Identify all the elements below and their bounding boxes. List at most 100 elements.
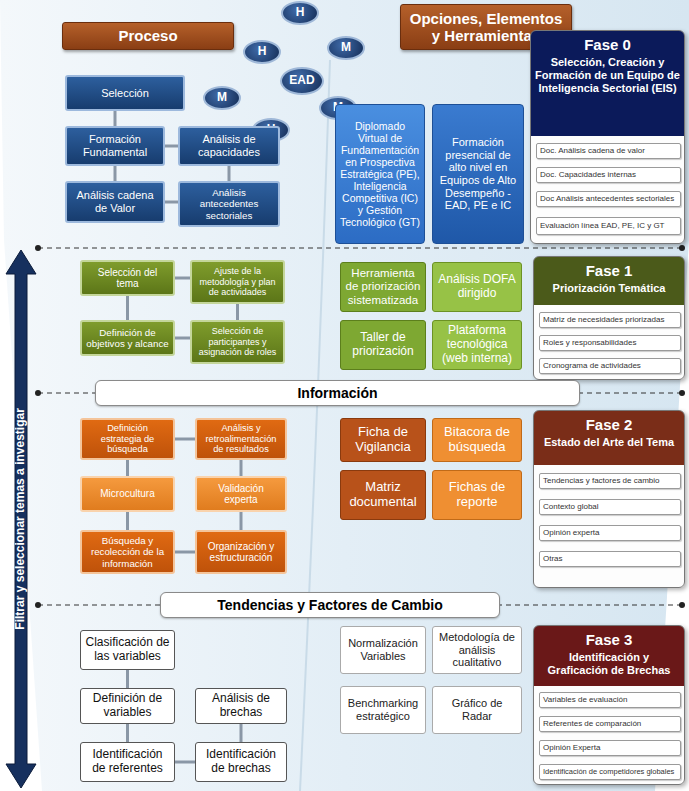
box-text: Tendencias y factores de cambio bbox=[543, 476, 660, 485]
deliverable-item: Variables de evaluación bbox=[539, 692, 681, 708]
deliverable-item: Cronograma de actividades bbox=[539, 358, 681, 374]
box-text: Taller de priorización bbox=[345, 331, 421, 359]
connector-line bbox=[114, 166, 117, 181]
double-arrow bbox=[6, 250, 36, 788]
process-box: Búsqueda y recolección de la información bbox=[80, 530, 175, 574]
separator-dots bbox=[35, 245, 685, 608]
box-text: Contexto global bbox=[543, 502, 599, 511]
deliverable-item: Doc Análisis antecedentes sectoriales bbox=[536, 191, 681, 207]
box-text: Proceso bbox=[118, 27, 177, 44]
box-text: Herramienta de priorización sistematizad… bbox=[345, 267, 421, 307]
box-text: Selección de participantes y asignación … bbox=[196, 326, 279, 357]
box-text: Identificación de referentes bbox=[85, 748, 170, 776]
phase-panel: Fase 1Priorización TemáticaMatriz de nec… bbox=[533, 256, 685, 380]
phase-title: Estado del Arte del Tema bbox=[538, 436, 680, 449]
box-text: Gráfico de Radar bbox=[437, 697, 517, 722]
deliverable-item: Identificación de competidores globales bbox=[539, 764, 681, 780]
arrow-label: Filtrar y seleccionar temas a investigar bbox=[14, 408, 28, 629]
role-pill: EAD bbox=[280, 67, 324, 95]
tool-box: Gráfico de Radar bbox=[432, 686, 522, 734]
box-text: Formación Fundamental bbox=[71, 133, 159, 158]
deliverable-item: Matriz de necesidades priorizadas bbox=[539, 312, 681, 328]
stage-band: Información bbox=[95, 380, 580, 406]
box-text: Análisis de capacidades bbox=[184, 133, 274, 158]
header-bar: Proceso bbox=[62, 22, 234, 50]
arrow-label-text: Filtrar y seleccionar temas a investigar bbox=[14, 408, 28, 629]
box-text: Matriz documental bbox=[345, 480, 421, 510]
process-box: Selección de participantes y asignación … bbox=[190, 320, 285, 364]
stage-band: Tendencias y Factores de Cambio bbox=[160, 592, 500, 618]
tool-box: Plataforma tecnológica (web interna) bbox=[432, 320, 522, 370]
box-text: M bbox=[217, 91, 227, 105]
box-text: Búsqueda y recolección de la información bbox=[86, 535, 169, 569]
deliverable-item: Doc. Análisis cadena de valor bbox=[536, 143, 681, 159]
process-box: Definición estrategia de búsqueda bbox=[80, 418, 175, 460]
process-box: Organización y estructuración bbox=[195, 530, 287, 574]
process-box: Definición de variables bbox=[80, 688, 175, 724]
deliverable-item: Opinión Experta bbox=[539, 740, 681, 756]
box-text: Normalización Variables bbox=[345, 637, 421, 662]
box-text: Evaluación línea EAD, PE, IC y GT bbox=[540, 221, 665, 230]
box-text: Otras bbox=[543, 554, 563, 563]
process-box: Identificación de referentes bbox=[80, 742, 175, 782]
box-text: Ajuste de la metodología y plan de activ… bbox=[196, 266, 279, 297]
connector-line bbox=[175, 551, 195, 554]
box-text: Análisis y retroalimentación de resultad… bbox=[201, 423, 281, 455]
box-text: Bitacora de búsqueda bbox=[437, 425, 517, 455]
connector-line bbox=[126, 296, 129, 320]
box-text: H bbox=[296, 6, 305, 20]
box-text: Identificación de brechas bbox=[200, 748, 282, 776]
deliverable-item: Opinión experta bbox=[539, 525, 681, 541]
connector-line bbox=[175, 337, 190, 340]
connector-line bbox=[240, 512, 243, 530]
box-text: Definición estrategia de búsqueda bbox=[86, 423, 169, 455]
box-text: Ficha de Vigilancia bbox=[345, 425, 421, 455]
tool-box: Análisis DOFA dirigido bbox=[432, 262, 522, 312]
box-text: Selección del tema bbox=[86, 267, 169, 290]
box-text: Plataforma tecnológica (web interna) bbox=[437, 324, 517, 365]
process-box: Análisis de capacidades bbox=[178, 126, 280, 166]
connector-line bbox=[126, 512, 129, 530]
deliverable-item: Roles y responsabilidades bbox=[539, 335, 681, 351]
deliverable-item: Tendencias y factores de cambio bbox=[539, 473, 681, 489]
box-text: M bbox=[341, 41, 351, 55]
process-box: Selección bbox=[65, 75, 185, 111]
process-box: Validación experta bbox=[195, 476, 287, 512]
deliverable-item: Contexto global bbox=[539, 499, 681, 515]
connector-line bbox=[236, 304, 239, 320]
box-text: Clasificación de las variables bbox=[85, 636, 170, 664]
connector-line bbox=[240, 460, 243, 476]
connector-line bbox=[126, 460, 129, 476]
connector-line bbox=[114, 111, 117, 126]
role-pill: M bbox=[327, 36, 365, 60]
box-text: Roles y responsabilidades bbox=[543, 338, 636, 347]
process-box: Definición de objetivos y alcance bbox=[80, 320, 175, 356]
connector-line bbox=[175, 438, 195, 441]
role-pill: H bbox=[243, 40, 281, 64]
phase-number: Fase 3 bbox=[538, 631, 680, 648]
box-text: Metodología de análisis cualitativo bbox=[437, 631, 517, 669]
box-text: Doc. Capacidades internas bbox=[540, 170, 636, 179]
box-text: Formación presencial de alto nivel en Eq… bbox=[437, 136, 519, 212]
role-pill: M bbox=[203, 86, 241, 110]
box-text: Tendencias y Factores de Cambio bbox=[217, 597, 442, 613]
phase-panel: Fase 0Selección, Creación y Formación de… bbox=[530, 30, 685, 244]
tool-box: Fichas de reporte bbox=[432, 470, 522, 520]
connector-line bbox=[165, 201, 178, 204]
phase-panel: Fase 3Identificación y Graficación de Br… bbox=[533, 625, 685, 785]
box-text: Identificación de competidores globales bbox=[543, 768, 674, 777]
box-text: Organización y estructuración bbox=[201, 541, 281, 564]
phase-number: Fase 2 bbox=[538, 416, 680, 433]
process-box: Ajuste de la metodología y plan de activ… bbox=[190, 260, 285, 304]
box-text: Definición de objetivos y alcance bbox=[86, 327, 169, 349]
process-box: Clasificación de las variables bbox=[80, 630, 175, 670]
box-text: Validación experta bbox=[201, 483, 281, 506]
connector-line bbox=[240, 724, 243, 742]
box-text: Cronograma de actividades bbox=[543, 361, 641, 370]
box-text: Opinión experta bbox=[543, 528, 599, 537]
box-text: Diplomado Virtual de Fundamentación en P… bbox=[340, 120, 420, 229]
box-text: Información bbox=[297, 385, 377, 401]
tool-box: Metodología de análisis cualitativo bbox=[432, 626, 522, 674]
box-text: Análisis DOFA dirigido bbox=[437, 273, 517, 301]
box-text: Definición de variables bbox=[85, 692, 170, 720]
